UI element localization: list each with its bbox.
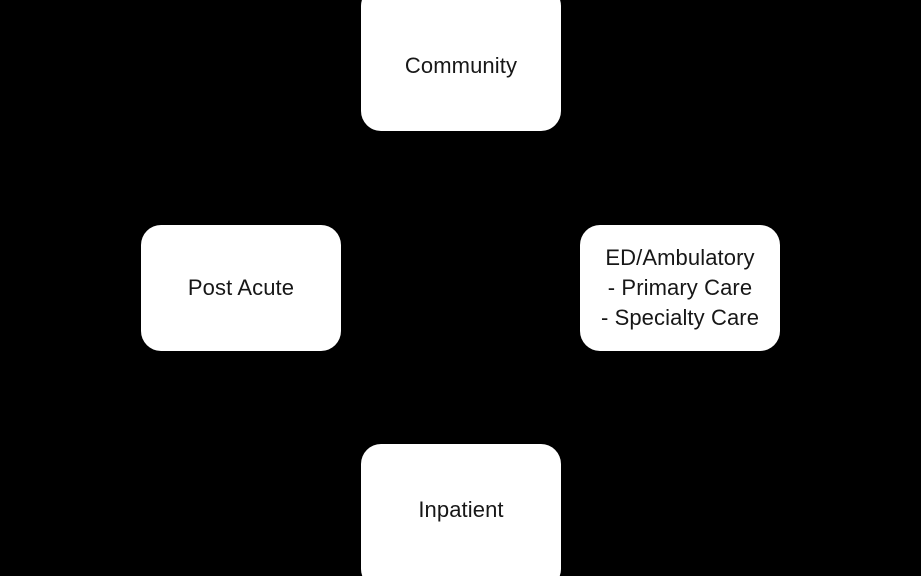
node-label-inpatient: Inpatient: [418, 497, 504, 522]
node-sublabel-primary-care: - Primary Care: [607, 275, 753, 300]
node-label-ed-ambulatory: ED/Ambulatory: [605, 245, 755, 270]
node-label-post-acute: Post Acute: [187, 275, 295, 300]
node-label-community: Community: [404, 52, 518, 78]
diagram-node-community[interactable]: Community: [361, 0, 561, 131]
diagram-node-post-acute[interactable]: Post Acute: [141, 225, 341, 351]
diagram-node-inpatient[interactable]: Inpatient: [361, 444, 561, 576]
node-sublabel-specialty-care: - Specialty Care: [600, 305, 760, 330]
diagram-node-ed-ambulatory[interactable]: ED/Ambulatory - Primary Care - Specialty…: [580, 225, 780, 351]
